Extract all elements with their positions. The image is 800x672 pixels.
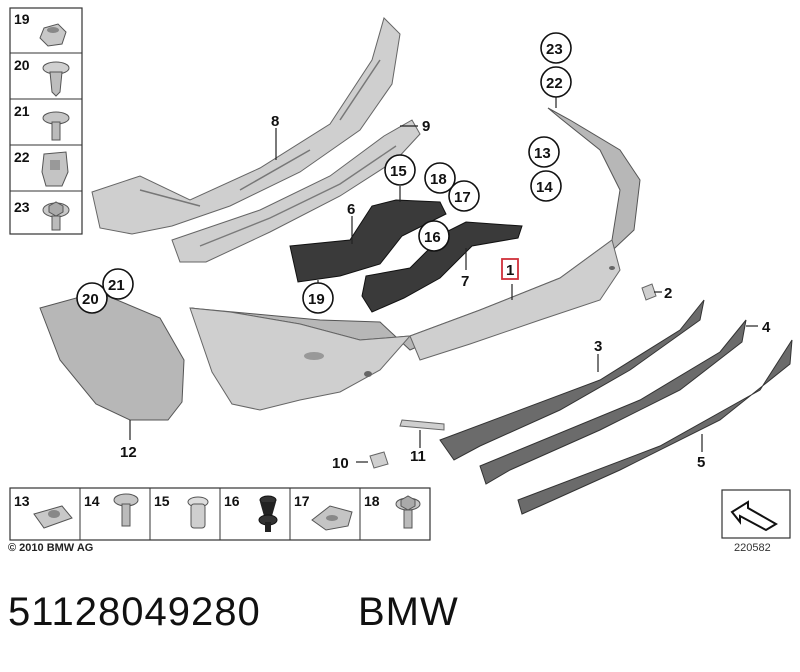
callout-23: 23	[546, 41, 563, 58]
brand-name: BMW	[358, 590, 459, 634]
part-number: 51128049280	[8, 590, 261, 634]
left-parts-legend: 19 20 21 22 23	[9, 7, 83, 235]
clip-nut-icon	[33, 505, 73, 529]
callout-18: 18	[430, 171, 447, 188]
callout-4: 4	[762, 319, 771, 336]
legend-label-17: 17	[294, 493, 310, 509]
callout-16: 16	[424, 229, 441, 246]
callout-7: 7	[461, 273, 469, 290]
callout-20-circle	[76, 282, 108, 314]
callout-15: 15	[390, 163, 407, 180]
bumper-bracket-lower	[171, 119, 421, 263]
arrow-icon	[730, 500, 778, 532]
trim-strip-3	[439, 299, 705, 461]
callout-22-circle	[540, 66, 572, 98]
callout-1-highlight	[501, 258, 519, 280]
callout-12: 12	[120, 444, 137, 461]
callout-8: 8	[271, 113, 279, 130]
callout-19-circle	[302, 282, 334, 314]
clip-10	[369, 451, 389, 469]
callout-21-circle	[102, 268, 134, 300]
expanding-rivet-icon	[42, 61, 70, 97]
side-bracket	[39, 291, 185, 421]
nut-icon	[39, 23, 67, 47]
callout-22: 22	[546, 75, 563, 92]
bumper-trim-panel	[189, 107, 641, 411]
callout-1: 1	[506, 262, 514, 279]
leader-lines	[129, 92, 758, 463]
legend-label-18: 18	[364, 493, 380, 509]
legend-label-14: 14	[84, 493, 100, 509]
callout-13: 13	[534, 145, 551, 162]
callouts: 1 2 3 4 5 6 7 8 9 10 11 12 13 14 15 16 1…	[76, 32, 771, 472]
callout-15-circle	[384, 154, 416, 186]
callout-14: 14	[536, 179, 553, 196]
trim-strip-5	[517, 339, 793, 515]
bolt-icon	[42, 201, 70, 231]
bracket-6	[289, 199, 447, 283]
callout-16-circle	[418, 220, 450, 252]
callout-18-circle	[424, 162, 456, 194]
legend-label-19: 19	[14, 11, 30, 27]
legend-label-23: 23	[14, 199, 30, 215]
bottom-parts-legend: 13 14 15 16 17 18	[9, 487, 431, 541]
screw-icon	[42, 111, 70, 141]
clip-icon	[41, 151, 69, 187]
diagram-id: 220582	[734, 542, 771, 554]
view-direction-box	[721, 489, 791, 539]
callout-17-circle	[448, 180, 480, 212]
screw-icon	[113, 493, 139, 527]
callout-11: 11	[410, 448, 426, 465]
legend-label-13: 13	[14, 493, 30, 509]
bumper-carrier	[91, 17, 401, 235]
callout-6: 6	[347, 201, 355, 218]
callout-2: 2	[664, 285, 672, 302]
reflector-11	[399, 419, 445, 431]
legend-label-15: 15	[154, 493, 170, 509]
legend-label-22: 22	[14, 149, 30, 165]
callout-9: 9	[422, 118, 430, 135]
callout-19: 19	[308, 291, 325, 308]
callout-3: 3	[594, 338, 602, 355]
push-clip-icon	[258, 495, 278, 532]
callout-14-circle	[530, 170, 562, 202]
callout-10: 10	[332, 455, 349, 472]
callout-17: 17	[454, 189, 471, 206]
legend-label-21: 21	[14, 103, 30, 119]
callout-13-circle	[528, 136, 560, 168]
bolt-icon	[395, 495, 421, 529]
callout-21: 21	[108, 277, 125, 294]
rivet-icon	[187, 496, 209, 529]
callout-20: 20	[82, 291, 99, 308]
callout-5: 5	[697, 454, 705, 471]
spring-clip-icon	[311, 505, 353, 531]
clip-2	[641, 283, 657, 301]
legend-label-16: 16	[224, 493, 240, 509]
callout-23-circle	[540, 32, 572, 64]
copyright-notice: © 2010 BMW AG	[8, 542, 94, 554]
trim-strip-4	[479, 319, 747, 485]
legend-label-20: 20	[14, 57, 30, 73]
